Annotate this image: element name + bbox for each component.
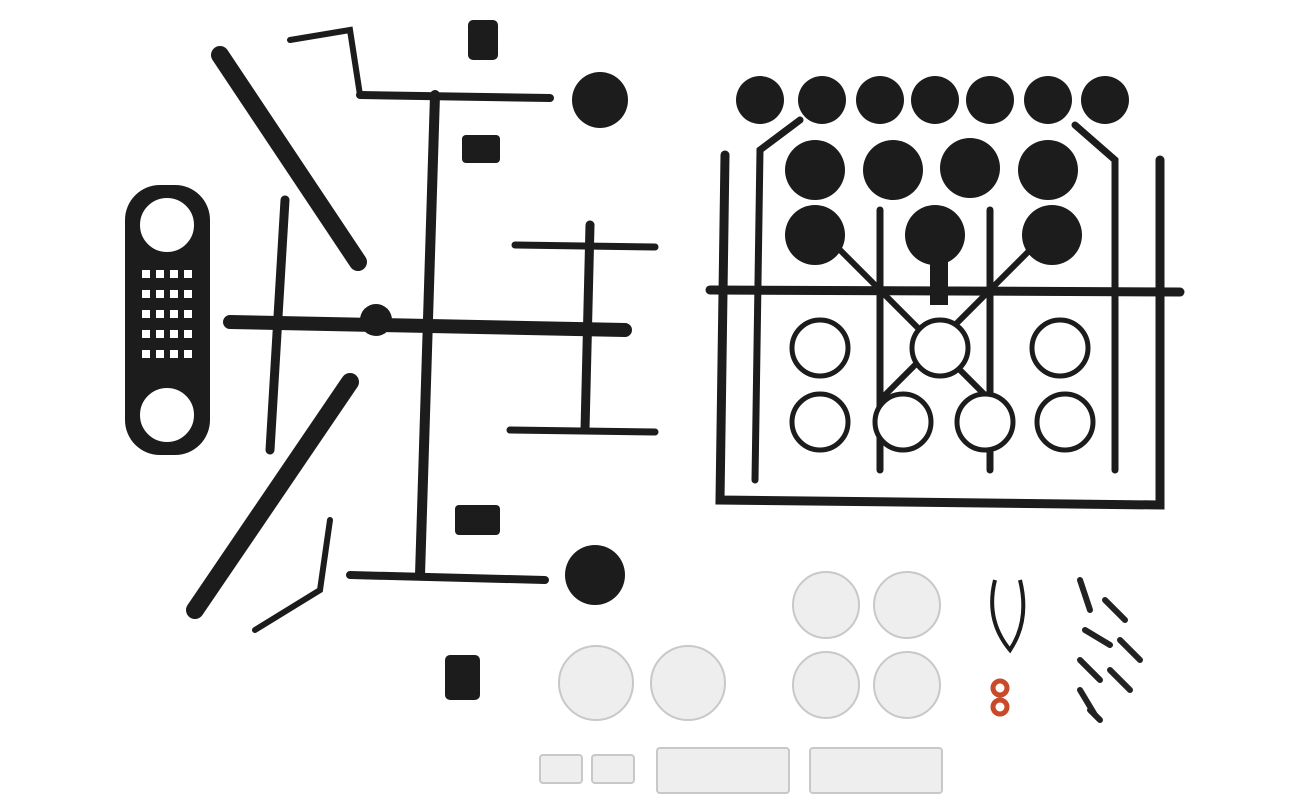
clear-lenses bbox=[539, 571, 943, 794]
left-sprue bbox=[186, 26, 659, 633]
light-buckets-left bbox=[360, 20, 628, 700]
grille bbox=[125, 185, 210, 455]
mesh-guards bbox=[789, 317, 1096, 453]
hardware bbox=[990, 577, 1143, 723]
light-cups bbox=[736, 76, 1129, 305]
